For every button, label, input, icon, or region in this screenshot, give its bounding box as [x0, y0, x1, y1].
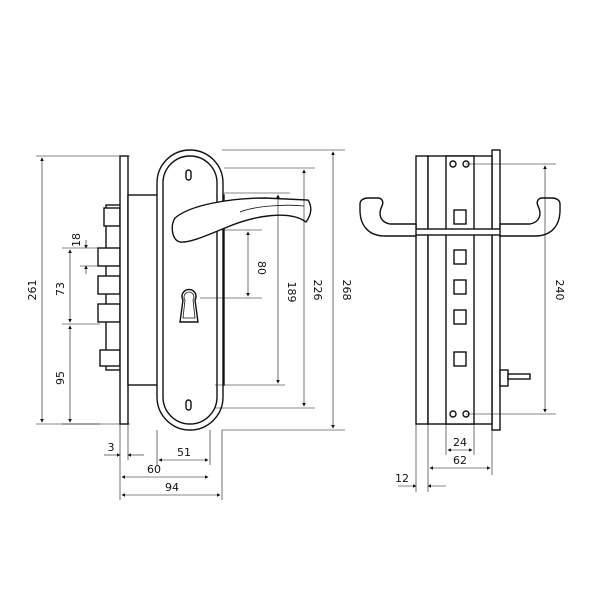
screw-hole-tl — [449, 160, 457, 168]
front-view: 261 73 18 95 80 189 226 268 3 51 60 94 — [26, 149, 353, 500]
side-bolt-window-2 — [453, 279, 467, 295]
dim-24-label: 24 — [453, 436, 467, 449]
top-screw-slot — [185, 169, 192, 181]
dim-62-label: 62 — [453, 454, 467, 467]
bolt-1 — [97, 247, 121, 267]
bolt-2 — [97, 275, 121, 295]
cylinder-keyhole — [179, 288, 199, 323]
dim-18-label: 18 — [70, 233, 83, 247]
bolt-3 — [97, 303, 121, 323]
dim-73-label: 73 — [54, 282, 67, 296]
side-view: 240 24 62 12 — [359, 149, 566, 492]
dim-95-label: 95 — [54, 371, 67, 385]
dim-261-label: 261 — [26, 280, 39, 301]
lever-handle — [171, 197, 312, 243]
side-right-handle — [499, 197, 561, 237]
side-bolt-window-3 — [453, 309, 467, 325]
cylinder-keyhole-inner — [182, 291, 196, 319]
thumb-turn-base — [499, 369, 509, 387]
handle-plate-inner — [162, 155, 218, 425]
side-catch-window — [453, 209, 467, 225]
dim-226-label: 226 — [311, 280, 324, 301]
thumb-turn-lever — [507, 373, 531, 380]
left-edge-plate — [415, 155, 429, 425]
dim-240-label: 240 — [553, 280, 566, 301]
dim-268-label: 268 — [340, 280, 353, 301]
latch — [99, 349, 121, 367]
lever-highlight — [239, 204, 305, 213]
dim-189-label: 189 — [285, 282, 298, 303]
dim-12-label: 12 — [395, 472, 409, 485]
dim-60-label: 60 — [147, 463, 161, 476]
side-latch-window — [453, 351, 467, 367]
top-catch — [103, 207, 121, 227]
side-bolt-window-1 — [453, 249, 467, 265]
dim-51-label: 51 — [177, 446, 191, 459]
dim-94-label: 94 — [165, 481, 179, 494]
right-edge-plate — [491, 149, 501, 431]
faceplate — [119, 155, 129, 425]
screw-hole-bl — [449, 410, 457, 418]
dim-3-label: 3 — [108, 441, 115, 454]
side-left-handle — [359, 197, 417, 237]
bottom-screw-slot — [185, 399, 192, 411]
dim-80-label: 80 — [255, 261, 268, 275]
